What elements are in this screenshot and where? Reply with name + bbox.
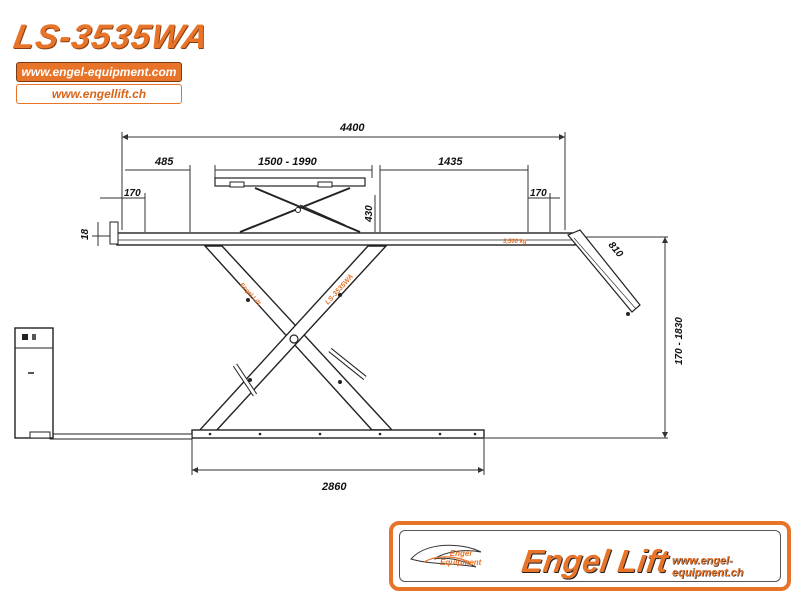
- logo-line1: Engel: [449, 549, 472, 558]
- url-secondary[interactable]: www.engellift.ch: [16, 84, 182, 104]
- dim-left-offset: 170: [124, 188, 141, 199]
- dim-height-range: 170 - 1830: [674, 317, 685, 365]
- engel-logo-icon: [410, 544, 482, 568]
- brand-banner: Engel Equipment Engel Lift www.engel-equ…: [389, 521, 791, 591]
- capacity-label: 3,500 kg: [503, 239, 527, 245]
- dim-platform-range: 1500 - 1990: [258, 156, 318, 168]
- url-primary[interactable]: www.engel-equipment.com: [16, 62, 182, 82]
- dim-base-length: 2860: [321, 481, 347, 493]
- dim-rear-section: 1435: [438, 156, 463, 168]
- footer-logo-text: Engel Equipment: [440, 549, 481, 567]
- brand-banner-inner: Engel Equipment Engel Lift www.engel-equ…: [399, 530, 781, 582]
- logo-line2: Equipment: [440, 558, 482, 567]
- dim-lift-height: 430: [364, 205, 375, 223]
- dim-front-extension: 485: [154, 156, 174, 168]
- dim-right-offset: 170: [530, 188, 547, 199]
- footer-url[interactable]: www.engel-equipment.ch: [672, 555, 744, 579]
- dim-total-length: 4400: [339, 122, 365, 134]
- control-unit: [14, 327, 54, 439]
- dim-ramp-length: 810: [606, 240, 625, 260]
- drive-on-ramp: [567, 229, 641, 313]
- dim-platform-thickness: 18: [80, 228, 91, 240]
- footer-brand-name: Engel Lift: [519, 543, 671, 579]
- aux-jack-plate: [214, 177, 366, 187]
